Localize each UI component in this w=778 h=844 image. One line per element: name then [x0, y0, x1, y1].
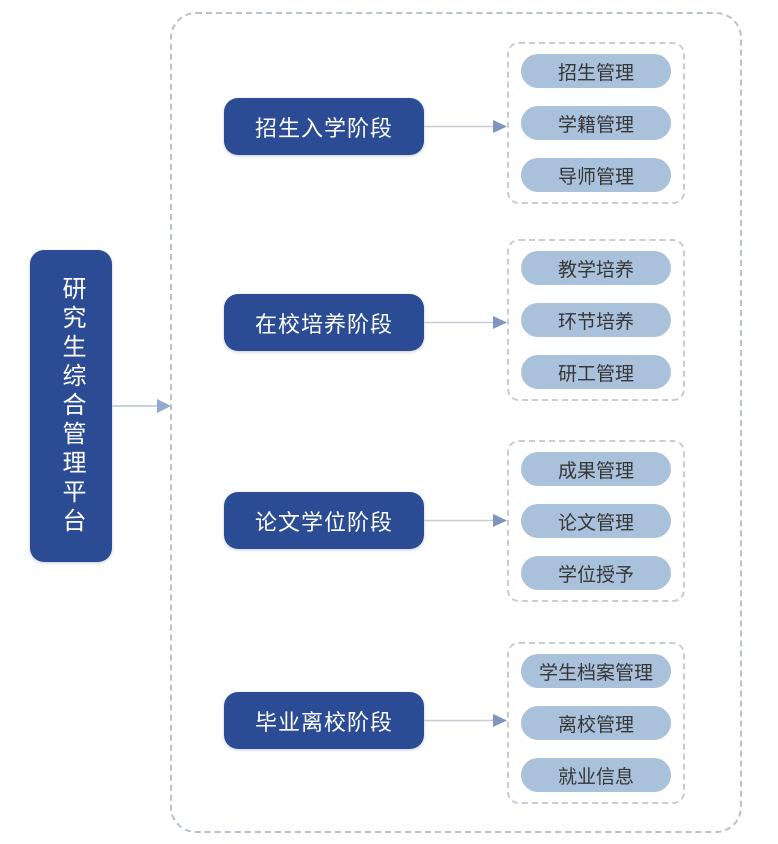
stage-arrow-icon: [424, 714, 507, 727]
stage-label: 在校培养阶段: [254, 311, 393, 337]
module-pill: 导师管理: [521, 158, 671, 192]
module-label: 学籍管理: [557, 114, 634, 136]
module-group-graduation: 学生档案管理 离校管理 就业信息: [507, 642, 685, 804]
module-pill: 就业信息: [521, 758, 671, 792]
module-group-thesis: 成果管理 论文管理 学位授予: [507, 440, 685, 602]
stage-node-training: 在校培养阶段: [224, 294, 424, 351]
module-group-admission: 招生管理 学籍管理 导师管理: [507, 42, 685, 204]
module-pill: 环节培养: [521, 303, 671, 337]
module-label: 环节培养: [557, 311, 634, 333]
module-pill: 招生管理: [521, 54, 671, 88]
stage-node-admission: 招生入学阶段: [224, 98, 424, 155]
module-pill: 学生档案管理: [521, 654, 671, 688]
module-label: 成果管理: [557, 460, 634, 482]
module-label: 招生管理: [557, 62, 634, 84]
module-label: 导师管理: [557, 166, 634, 188]
module-label: 教学培养: [557, 259, 634, 281]
module-label: 论文管理: [557, 512, 634, 534]
stage-node-thesis: 论文学位阶段: [224, 492, 424, 549]
module-pill: 教学培养: [521, 251, 671, 285]
module-pill: 学位授予: [521, 556, 671, 590]
module-label: 就业信息: [557, 766, 634, 788]
module-label: 学位授予: [557, 564, 634, 586]
module-pill: 成果管理: [521, 452, 671, 486]
stage-label: 招生入学阶段: [254, 115, 393, 141]
module-pill: 研工管理: [521, 355, 671, 389]
module-label: 学生档案管理: [538, 662, 653, 684]
stage-arrow-icon: [424, 316, 507, 329]
module-pill: 离校管理: [521, 706, 671, 740]
platform-label: 研究生综合管理平台: [58, 275, 85, 537]
stage-arrow-icon: [424, 514, 507, 527]
module-label: 离校管理: [557, 714, 634, 736]
stages-container: [170, 12, 742, 833]
module-group-training: 教学培养 环节培养 研工管理: [507, 239, 685, 401]
main-flow-arrow-icon: [112, 399, 171, 413]
stage-label: 毕业离校阶段: [254, 709, 393, 735]
module-pill: 论文管理: [521, 504, 671, 538]
stage-node-graduation: 毕业离校阶段: [224, 692, 424, 749]
module-pill: 学籍管理: [521, 106, 671, 140]
stage-label: 论文学位阶段: [254, 509, 393, 535]
platform-node: 研究生综合管理平台: [30, 250, 112, 562]
stage-arrow-icon: [424, 120, 507, 133]
module-label: 研工管理: [557, 363, 634, 385]
